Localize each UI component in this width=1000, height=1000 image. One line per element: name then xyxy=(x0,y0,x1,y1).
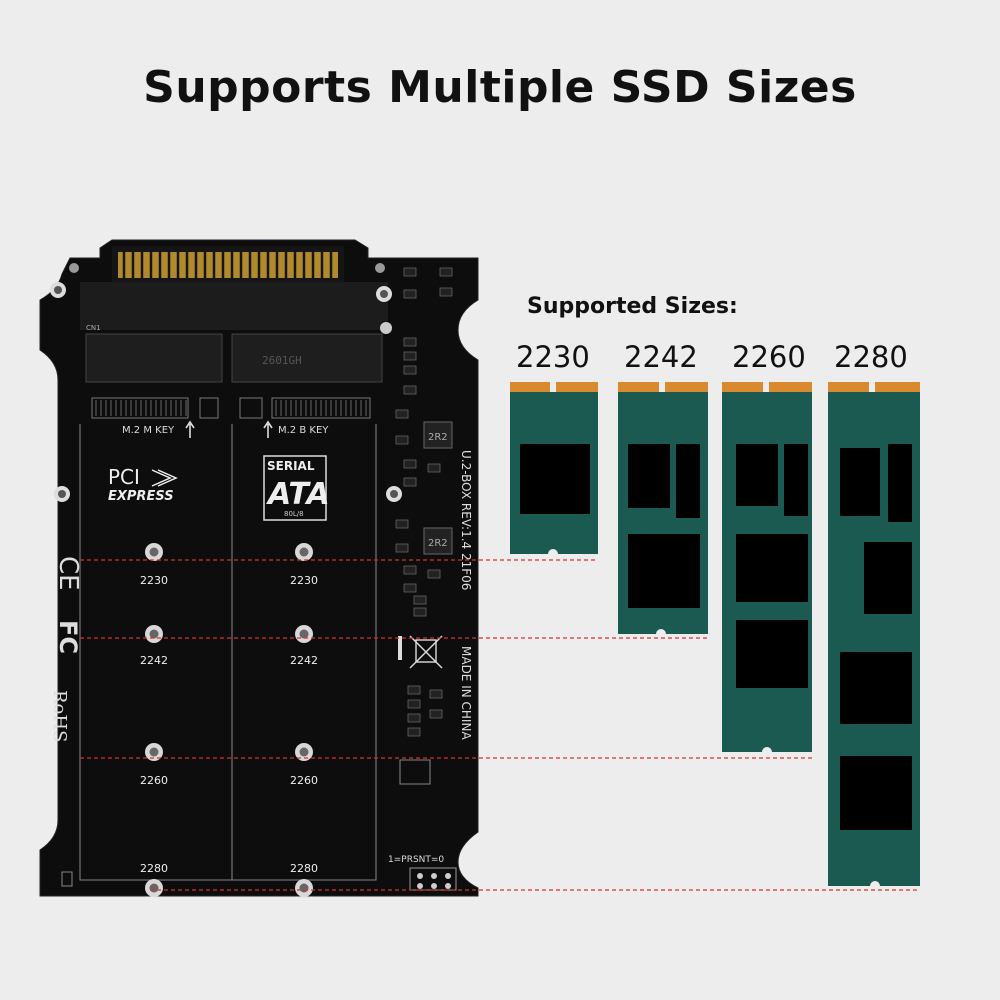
pad-lines xyxy=(95,400,367,416)
sata-logo-box xyxy=(263,455,327,521)
b-key-label: M.2 B KEY xyxy=(278,425,329,436)
inductor-2 xyxy=(423,527,453,555)
hole-label: 2230 xyxy=(290,574,318,587)
fc-mark: FC xyxy=(54,620,82,654)
hole-label: 2260 xyxy=(140,774,168,787)
inductor-1-label: 2R2 xyxy=(428,432,448,443)
size-label-2242: 2242 xyxy=(624,340,698,374)
supported-sizes-heading: Supported Sizes: xyxy=(527,294,738,319)
pci-logo-bottom: EXPRESS xyxy=(108,489,174,504)
ce-mark: CE xyxy=(53,556,83,591)
cn1-label: CN1 xyxy=(86,324,101,332)
ssd-2242 xyxy=(618,382,708,634)
sata-logo-top: SERIAL xyxy=(267,459,315,473)
hole-label: 2280 xyxy=(140,862,168,875)
size-label-2280: 2280 xyxy=(834,340,908,374)
hole-label: 2260 xyxy=(290,774,318,787)
inductor-2-label: 2R2 xyxy=(428,538,448,549)
made-in-text: MADE IN CHINA xyxy=(459,646,473,740)
pin-lines xyxy=(122,252,333,278)
u2-connector xyxy=(80,282,388,330)
hole-label: 2230 xyxy=(140,574,168,587)
hole-label: 2242 xyxy=(290,654,318,667)
sata-logo-bottom: 80L/8 xyxy=(284,510,304,518)
size-label-2260: 2260 xyxy=(732,340,806,374)
adapter-board: 2601GH CN1 M.2 M KEY M.2 B KEY PCI EXPRE… xyxy=(39,239,479,897)
model-text: U.2-BOX REV:1.4 21F06 xyxy=(459,450,473,590)
m2-slot-m xyxy=(85,333,223,383)
board-outline xyxy=(39,239,479,897)
b-key-arrow-icon xyxy=(263,420,273,438)
m-key-arrow-icon xyxy=(185,420,195,438)
prsnt-text: 1=PRSNT=0 xyxy=(388,855,444,865)
rohs-mark: RoHS xyxy=(49,690,70,742)
headline: Supports Multiple SSD Sizes xyxy=(143,62,857,113)
sata-logo-mid: ATA xyxy=(266,477,330,512)
weee-bin-icon xyxy=(398,635,443,669)
chip-code: 2601GH xyxy=(262,354,302,367)
m-key-label: M.2 M KEY xyxy=(122,425,175,436)
smd-components xyxy=(395,267,453,737)
alignment-guides xyxy=(80,559,920,891)
ssd-2260 xyxy=(722,382,812,752)
hole-label: 2242 xyxy=(140,654,168,667)
pci-arrow-icon xyxy=(151,469,178,487)
m2-slot-b xyxy=(231,333,383,383)
ssd-2230 xyxy=(510,382,598,554)
pci-logo-top: PCI xyxy=(108,465,140,489)
size-label-2230: 2230 xyxy=(516,340,590,374)
hole-label: 2280 xyxy=(290,862,318,875)
connector-pins xyxy=(118,252,338,278)
hole-labels: 2230 2230 2242 2242 2260 2260 2280 2280 xyxy=(140,574,318,875)
inductor-1 xyxy=(423,421,453,449)
ssd-2280 xyxy=(828,382,920,886)
